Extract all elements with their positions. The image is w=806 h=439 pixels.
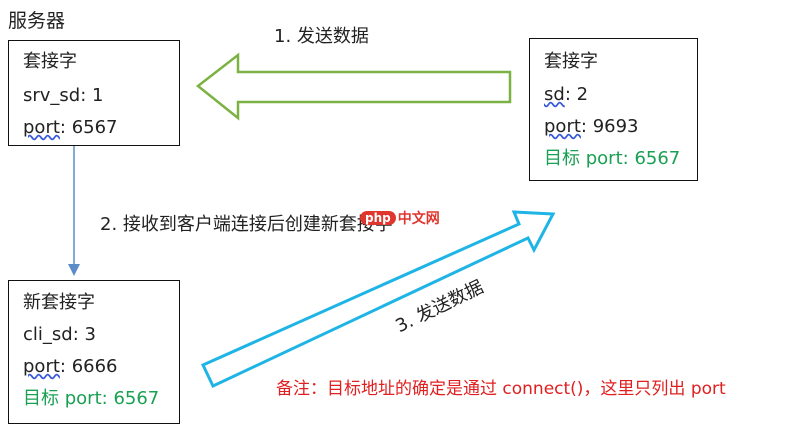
watermark-logo: php 中文网 (360, 208, 440, 228)
new-target-line: 目标 port: 6567 (23, 388, 160, 409)
client-socket-box: 套接字 sd: 2 port: 9693 目标 port: 6567 (529, 38, 698, 181)
new-target-port-value: 6567 (113, 388, 160, 409)
step1-label: 1. 发送数据 (274, 26, 369, 47)
client-target-label: 目标 (544, 148, 580, 169)
new-sd-label: cli_sd (23, 324, 73, 345)
server-sd-label: srv_sd (23, 85, 81, 106)
server-title: 服务器 (8, 10, 66, 32)
server-port-value: 6567 (71, 117, 118, 138)
new-socket-box: 新套接字 cli_sd: 3 port: 6666 目标 port: 6567 (8, 280, 180, 424)
note-text: 备注：目标地址的确定是通过 connect()，这里只列出 port (276, 379, 726, 399)
client-sd-line: sd: 2 (544, 84, 589, 105)
new-socket-heading: 新套接字 (23, 292, 95, 313)
send-data-arrow-left (195, 52, 512, 121)
new-port-line: port: 6666 (23, 356, 118, 377)
client-port-value: 9693 (592, 116, 639, 137)
new-port-label: port (23, 356, 60, 377)
client-port-label: port (544, 116, 581, 137)
server-port-line: port: 6567 (23, 117, 118, 138)
client-sd-value: 2 (576, 84, 589, 105)
client-port-line: port: 9693 (544, 116, 639, 137)
server-port-label: port (23, 117, 60, 138)
client-target-line: 目标 port: 6567 (544, 148, 681, 169)
server-socket-box: 套接字 srv_sd: 1 port: 6567 (8, 40, 180, 146)
watermark-badge: php (360, 211, 396, 225)
send-data-arrow-diagonal (200, 210, 556, 388)
watermark-text: 中文网 (397, 211, 440, 227)
new-sd-line: cli_sd: 3 (23, 324, 96, 345)
new-target-label: 目标 (23, 388, 59, 409)
client-socket-heading: 套接字 (544, 51, 598, 72)
server-socket-heading: 套接字 (23, 51, 77, 72)
new-target-port-label: port (64, 388, 102, 409)
step2-label: 2. 接收到客户端连接后创建新套接字 (100, 214, 393, 235)
server-sd-line: srv_sd: 1 (23, 85, 104, 106)
client-target-port-label: port (585, 148, 623, 169)
create-socket-arrowhead (68, 264, 80, 276)
client-sd-label: sd (544, 84, 565, 105)
client-target-port-value: 6567 (634, 148, 681, 169)
new-port-value: 6666 (71, 356, 118, 377)
new-sd-value: 3 (84, 324, 96, 345)
server-sd-value: 1 (92, 85, 104, 106)
